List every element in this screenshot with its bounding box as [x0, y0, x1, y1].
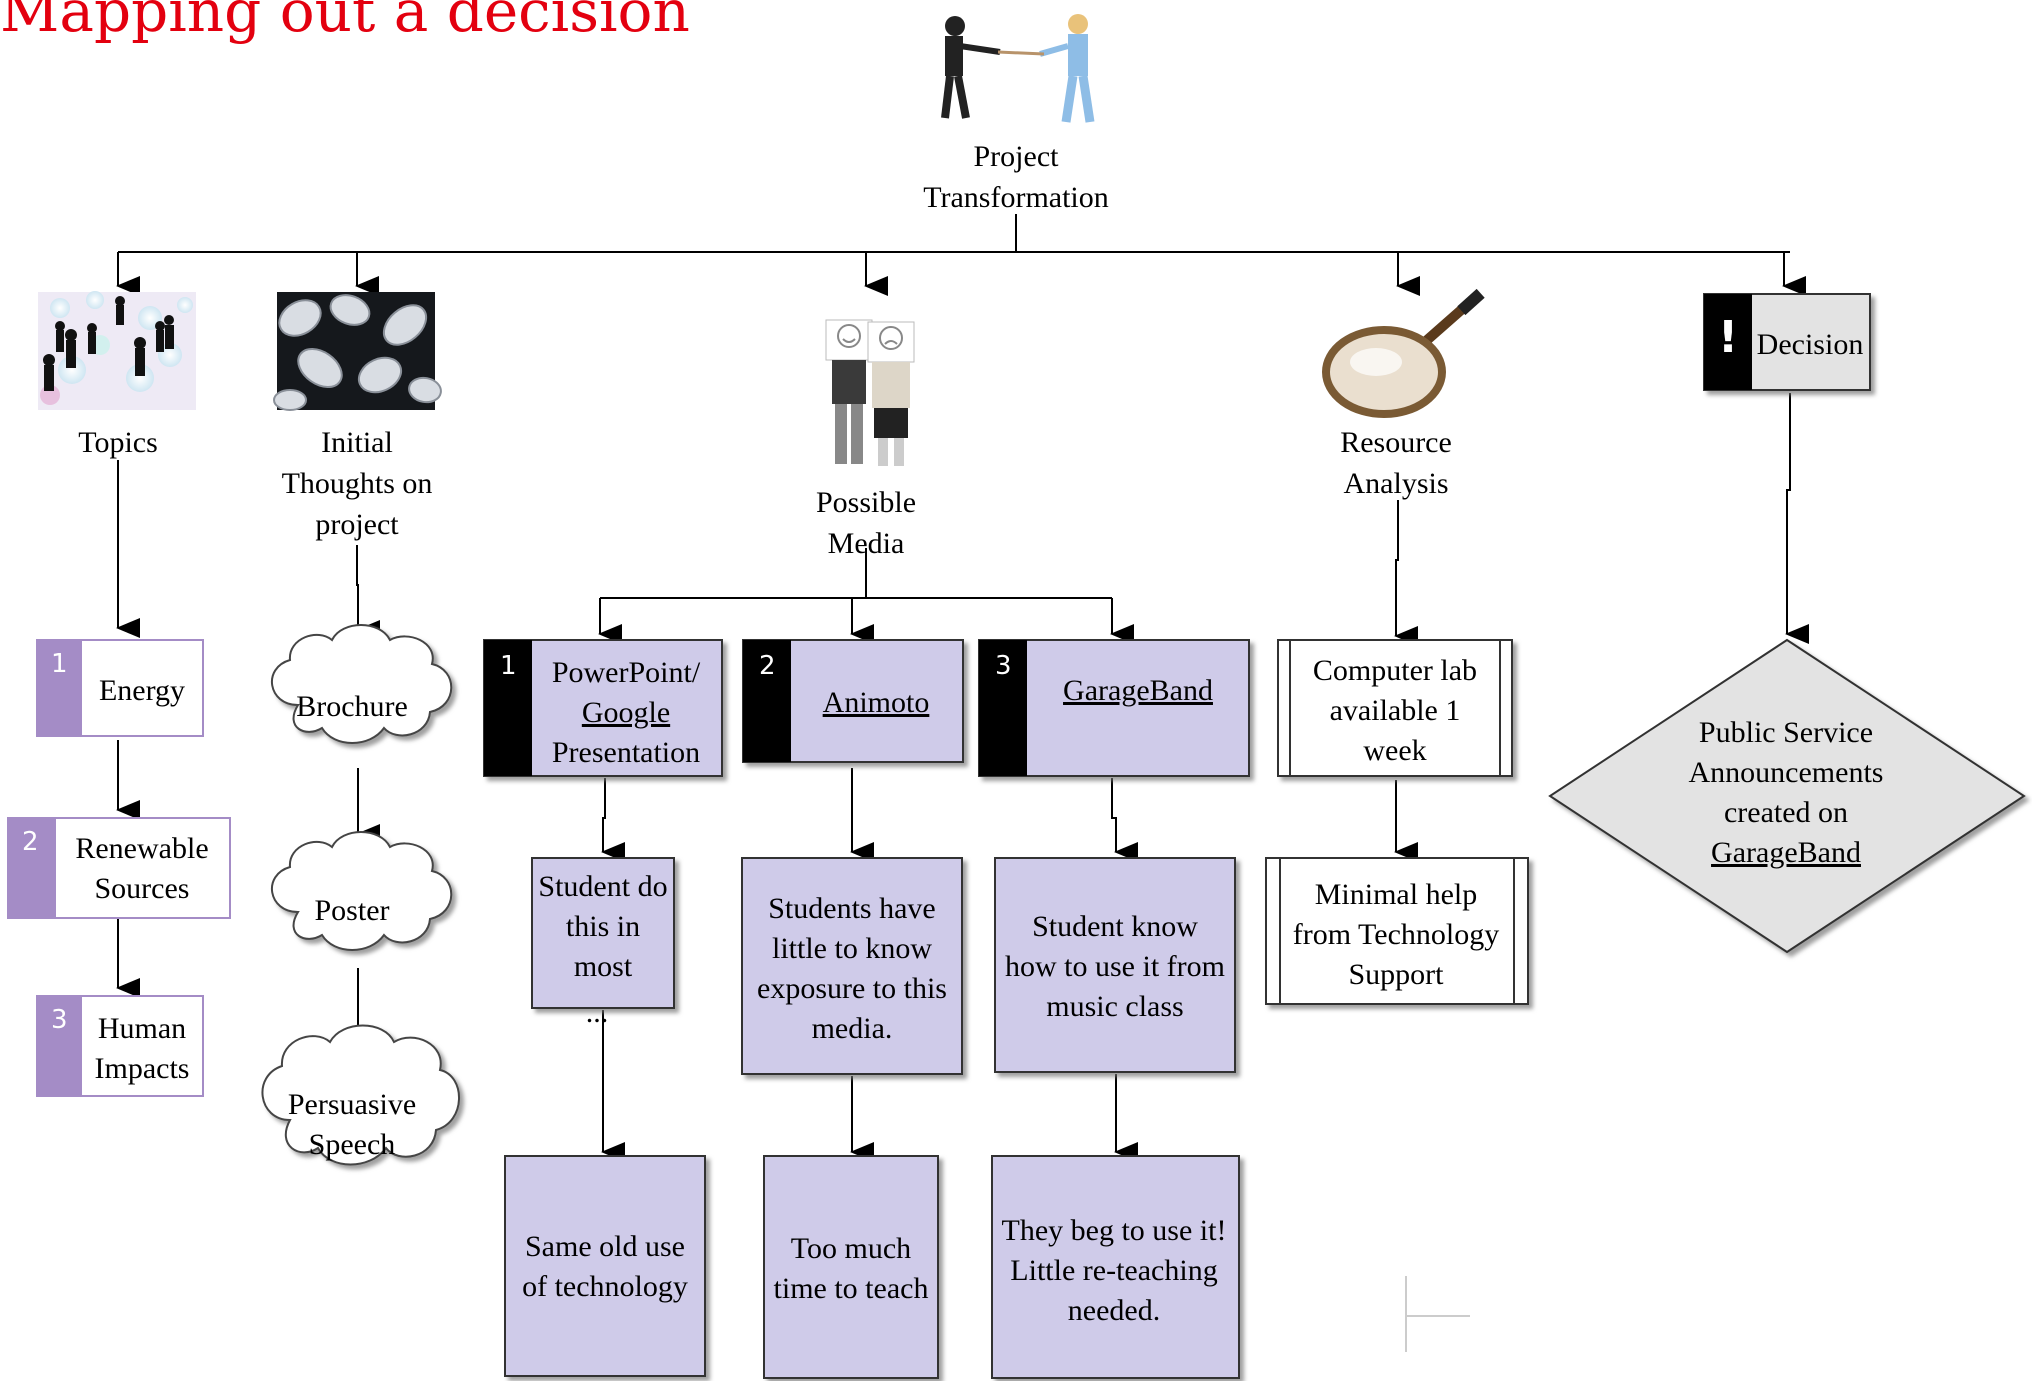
topic-text: Human: [98, 1012, 186, 1045]
media-outcome-text: of technology: [522, 1270, 688, 1303]
media-outcome: [763, 1155, 939, 1379]
media-note: [531, 857, 675, 1009]
decision-node: [1703, 293, 1871, 391]
cloud-text: Poster: [315, 894, 390, 927]
media-outcome-text: They beg to use it!: [1002, 1214, 1227, 1247]
resource-item-text: week: [1363, 734, 1426, 767]
topic-text: Renewable: [75, 832, 208, 865]
media-note-text: little to know: [772, 932, 932, 965]
possible-media-label: Media: [828, 527, 905, 560]
media-outcome-text: Too much: [791, 1232, 911, 1265]
media-note-text: exposure to this: [757, 972, 947, 1005]
topic-number: 2: [22, 827, 39, 857]
media-note: [741, 857, 963, 1075]
media-outcome-text: time to teach: [774, 1272, 929, 1305]
topic-text: Impacts: [95, 1052, 190, 1085]
topic-text: Energy: [99, 674, 185, 707]
media-option-number: 1: [500, 651, 517, 681]
resource-item-text: available 1: [1330, 694, 1461, 727]
people-on-bubbles-icon: [38, 291, 196, 410]
topic-item: 2 Renewable Sources: [7, 817, 231, 919]
topics-label: Topics: [78, 426, 158, 459]
exclamation-icon: !: [1718, 312, 1738, 363]
topic-item: 3 Human Impacts: [36, 995, 204, 1097]
magnifying-glass-icon: [1322, 288, 1485, 418]
media-option-text: PowerPoint/: [552, 656, 701, 689]
happy-sad-signs-icon: [825, 319, 915, 466]
media-note-text: most: [574, 950, 633, 983]
media-note-ellipsis: ...: [586, 996, 609, 1029]
root-label-line: Project: [974, 140, 1060, 173]
media-option: [483, 639, 723, 777]
resource-item: [1277, 639, 1513, 777]
media-outcome-text: Little re-teaching: [1010, 1254, 1217, 1287]
media-option: [978, 639, 1250, 777]
media-note: [994, 857, 1236, 1073]
media-option: [742, 639, 964, 763]
media-option-text: GarageBand: [1063, 674, 1213, 707]
media-option-text: Animoto: [823, 686, 930, 719]
media-note-text: Student know: [1032, 910, 1198, 943]
resource-analysis-label: Resource: [1340, 426, 1452, 459]
initial-thoughts-label: Thoughts on: [282, 467, 433, 500]
root-node: Project Transformation: [923, 14, 1109, 214]
decision-result-text: created on: [1724, 796, 1848, 829]
media-outcome-text: needed.: [1068, 1294, 1160, 1327]
topic-number: 1: [51, 649, 68, 679]
cloud-node: [261, 1024, 460, 1166]
resource-item-text: from Technology: [1293, 918, 1499, 951]
media-note-text: Students have: [768, 892, 935, 925]
page-title: Mapping out a decision: [0, 0, 690, 45]
tug-of-war-icon: [941, 14, 1095, 123]
branch-topics: Topics 1 Energy 2 Renewable Sources 3 Hu…: [7, 291, 231, 1097]
topic-number: 3: [51, 1005, 68, 1035]
media-option-number: 3: [995, 651, 1012, 681]
media-outcome: [991, 1155, 1240, 1379]
cloud-text: Persuasive: [288, 1088, 416, 1121]
cloud-text: Brochure: [296, 690, 408, 723]
media-option-text: Presentation: [552, 736, 700, 769]
branch-resource-analysis: Resource Analysis Computer lab available…: [1265, 288, 1529, 1005]
resource-item: [1265, 857, 1529, 1005]
media-option-number: 2: [759, 651, 776, 681]
lightbulbs-icon: [273, 292, 442, 411]
decision-result-text: Announcements: [1689, 756, 1884, 789]
media-option-text: Google: [582, 696, 670, 729]
media-outcome: [504, 1155, 706, 1377]
media-note-text: media.: [812, 1012, 893, 1045]
media-outcome-text: Same old use: [525, 1230, 685, 1263]
branch-initial-thoughts: Initial Thoughts on project Brochure Pos…: [261, 292, 460, 1166]
branch-possible-media: Possible Media 1 PowerPoint/ Google Pres…: [483, 319, 1250, 1379]
media-note-text: how to use it from: [1005, 950, 1225, 983]
branch-decision: ! Decision Public Service Announcements …: [1548, 293, 2026, 954]
root-label-line: Transformation: [923, 181, 1109, 214]
cloud-node: [271, 831, 453, 951]
resource-item-text: Support: [1348, 958, 1444, 991]
resource-item-text: Computer lab: [1313, 654, 1477, 687]
crosshair-cursor-icon: [1405, 1276, 1470, 1352]
possible-media-label: Possible: [816, 486, 916, 519]
resource-analysis-label: Analysis: [1344, 467, 1449, 500]
initial-thoughts-label: Initial: [321, 426, 393, 459]
connectors: [116, 214, 1809, 1162]
decision-label: Decision: [1757, 328, 1864, 361]
media-note-text: this in: [566, 910, 640, 943]
media-note-text: music class: [1046, 990, 1183, 1023]
topic-item: 1 Energy: [36, 639, 204, 737]
initial-thoughts-label: project: [315, 508, 399, 541]
media-note-text: Student do: [538, 870, 667, 903]
topic-text: Sources: [95, 872, 190, 905]
decision-result-text: Public Service: [1699, 716, 1873, 749]
cloud-node: [271, 624, 453, 744]
cloud-text: Speech: [309, 1128, 396, 1161]
resource-item-text: Minimal help: [1315, 878, 1477, 911]
decision-result-text: GarageBand: [1711, 836, 1861, 869]
decision-diamond: [1548, 638, 2026, 954]
